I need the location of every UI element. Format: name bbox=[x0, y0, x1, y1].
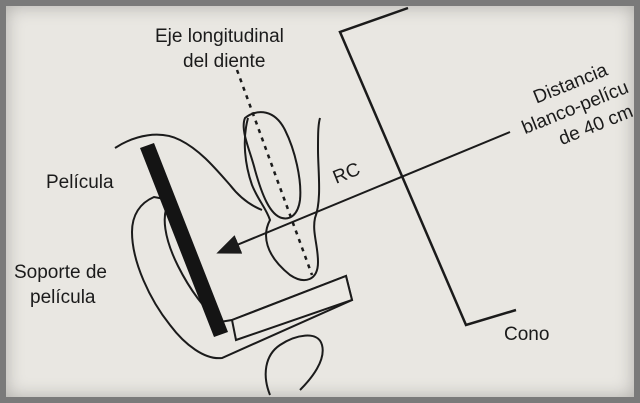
label-cone: Cono bbox=[504, 324, 549, 345]
gum-outline bbox=[114, 133, 263, 211]
film-holder bbox=[130, 195, 354, 360]
tooth-long-axis bbox=[235, 69, 314, 276]
paper-background bbox=[6, 6, 634, 397]
film-holder-bite-block bbox=[230, 274, 354, 342]
tooth-outline bbox=[243, 117, 321, 282]
cone-outline bbox=[338, 6, 517, 327]
label-central-ray: RC bbox=[330, 159, 363, 189]
label-film: Película bbox=[46, 172, 114, 193]
tooth-crown bbox=[242, 111, 302, 220]
film bbox=[140, 143, 228, 337]
label-distance: Distancia blanco-pelícu de 40 cm bbox=[519, 59, 636, 149]
label-axis-line1: Eje longitudinal bbox=[155, 26, 284, 47]
central-ray-arrow bbox=[216, 131, 511, 254]
label-axis-line2: del diente bbox=[183, 51, 265, 72]
label-holder-line1: Soporte de bbox=[14, 262, 107, 283]
jaw-outline bbox=[264, 334, 324, 396]
label-holder-line2: película bbox=[30, 287, 96, 308]
